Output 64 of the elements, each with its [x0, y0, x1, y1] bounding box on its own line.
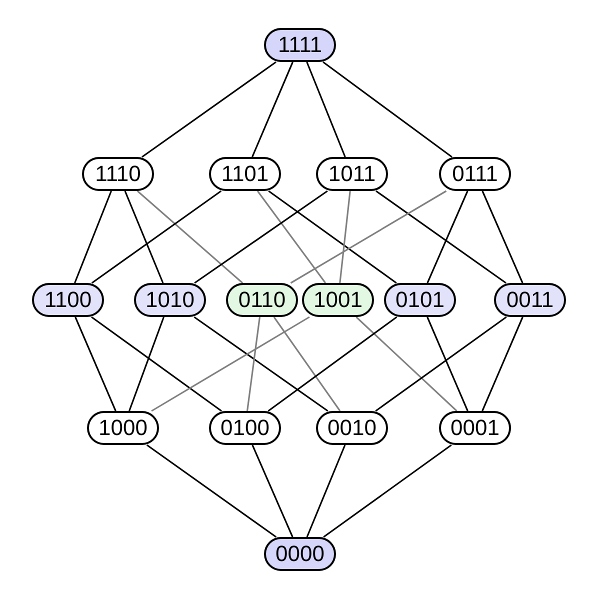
- connector-line: [426, 190, 468, 284]
- node-label: 1110: [95, 163, 141, 185]
- rounded-node: [134, 283, 206, 317]
- node-label: 0111: [452, 163, 498, 185]
- connector-line: [151, 316, 310, 412]
- node-label: 1001: [314, 289, 362, 311]
- connector-line: [482, 316, 524, 412]
- rounded-node: [439, 411, 511, 445]
- connector-line: [194, 316, 328, 412]
- connector-line: [268, 190, 397, 284]
- node-label: 1100: [44, 289, 92, 311]
- connector-line: [256, 190, 326, 284]
- rounded-node: [209, 157, 281, 191]
- connector-line: [322, 61, 452, 158]
- connector-line: [323, 444, 452, 538]
- connector-line: [426, 316, 468, 412]
- node-label: 0101: [396, 289, 444, 311]
- connector-line: [194, 190, 328, 284]
- connector-line: [306, 62, 346, 158]
- connector-line: [376, 190, 506, 284]
- connector-line: [74, 316, 116, 412]
- rounded-node: [316, 157, 388, 191]
- node-label: 0001: [450, 417, 500, 439]
- node-label: 1111: [278, 34, 322, 56]
- node-label: 0011: [506, 289, 554, 311]
- connector-line: [339, 190, 351, 284]
- connector-line: [268, 316, 398, 412]
- connector-line: [128, 316, 165, 412]
- connector-line: [124, 190, 164, 284]
- rounded-node: [82, 157, 154, 191]
- connector-line: [142, 61, 276, 158]
- rounded-node: [264, 28, 336, 62]
- node-label: 0100: [220, 417, 270, 439]
- rounded-node: [32, 283, 104, 317]
- connector-line: [252, 444, 294, 538]
- connector-line: [246, 316, 261, 412]
- connector-line: [482, 190, 524, 284]
- rounded-node: [87, 411, 159, 445]
- node-label: 1101: [221, 163, 269, 185]
- rounded-node: [316, 411, 388, 445]
- rounded-node: [302, 283, 374, 317]
- connector-line: [306, 444, 346, 538]
- node-label: 0000: [276, 543, 324, 565]
- rounded-node: [439, 157, 511, 191]
- connector-line: [74, 190, 112, 284]
- rounded-node: [494, 283, 566, 317]
- node-label: 0110: [238, 289, 286, 311]
- connector-line: [91, 316, 222, 412]
- connector-line: [136, 190, 244, 284]
- rounded-node: [264, 537, 336, 571]
- connector-line: [356, 316, 458, 412]
- rounded-node: [209, 411, 281, 445]
- rounded-node: [384, 283, 456, 317]
- rounded-node: [226, 283, 298, 317]
- node-label: 1010: [146, 289, 194, 311]
- connector-line: [273, 316, 341, 412]
- connector-line: [146, 444, 277, 538]
- node-label: 1000: [98, 417, 148, 439]
- connector-line: [252, 62, 294, 158]
- connector-line: [91, 190, 222, 284]
- node-label: 0010: [328, 417, 376, 439]
- node-label: 1011: [328, 163, 376, 185]
- connector-line: [290, 190, 447, 284]
- connector-line: [375, 316, 507, 412]
